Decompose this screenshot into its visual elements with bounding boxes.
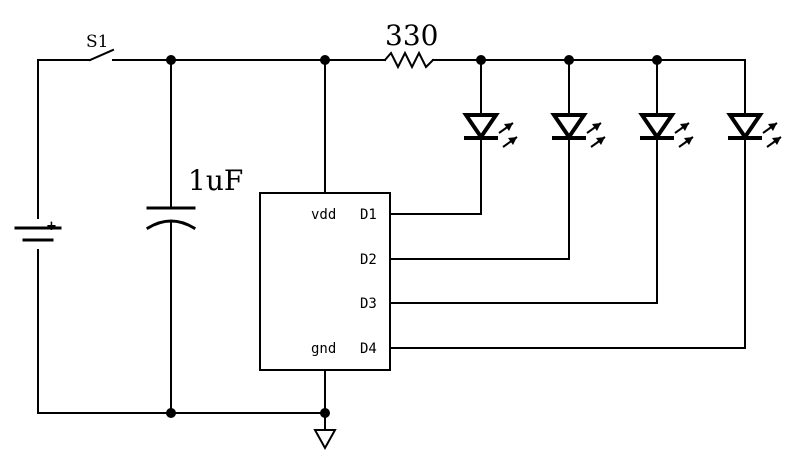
led-arrow-head: [504, 123, 513, 131]
led-triangle: [550, 113, 588, 141]
ground-triangle: [313, 429, 337, 451]
led-icon: [726, 113, 782, 148]
resistor-label: 330: [385, 19, 438, 52]
ic-pin-d4: D4: [360, 341, 377, 357]
junction-dot: [564, 55, 574, 65]
ground-icon: [313, 429, 337, 451]
ic-pin-vdd: vdd: [311, 207, 336, 223]
wire-led1-to-d1: [389, 137, 482, 215]
wire-led2-to-d2: [389, 137, 570, 260]
led-arrow-head: [508, 137, 517, 145]
led-arrow-head: [596, 137, 605, 145]
battery: +: [14, 219, 62, 242]
resistor-330: 330: [383, 19, 438, 70]
led-arrow-head: [684, 137, 693, 145]
switch-s1: S1: [86, 32, 115, 62]
ic-pin-d3: D3: [360, 296, 377, 312]
ic-pin-gnd: gnd: [311, 341, 336, 357]
ic-pin-d1: D1: [360, 207, 377, 223]
capacitor-label: 1uF: [188, 164, 243, 197]
wire-led3-to-d3: [389, 137, 658, 304]
led-icon: [462, 113, 518, 148]
led-arrow-head: [768, 123, 777, 131]
junction-dot: [166, 408, 176, 418]
ic-chip: vdd gnd D1 D2 D3 D4: [259, 192, 391, 371]
junction-dot: [476, 55, 486, 65]
junction-dot: [166, 55, 176, 65]
led-triangle: [462, 113, 500, 141]
led-arrow-head: [772, 137, 781, 145]
led-triangle: [638, 113, 676, 141]
led-group: [462, 113, 782, 148]
ic-pin-d2: D2: [360, 252, 377, 268]
led-arrow-head: [680, 123, 689, 131]
junction-dot: [320, 55, 330, 65]
led-icon: [638, 113, 694, 148]
ic-body: [259, 192, 391, 371]
battery-plus-icon: +: [46, 219, 57, 234]
switch-blade: [88, 48, 115, 62]
junctions: [166, 55, 662, 418]
wires: [37, 59, 746, 431]
resistor-zigzag: [383, 50, 435, 70]
junction-dot: [320, 408, 330, 418]
switch-label: S1: [86, 32, 108, 52]
led-triangle: [726, 113, 764, 141]
junction-dot: [652, 55, 662, 65]
wire-led4-to-d4: [389, 137, 746, 349]
capacitor-1uf: 1uF: [145, 164, 243, 231]
led-icon: [550, 113, 606, 148]
led-arrow-head: [592, 123, 601, 131]
capacitor-plate-bottom: [145, 219, 197, 231]
